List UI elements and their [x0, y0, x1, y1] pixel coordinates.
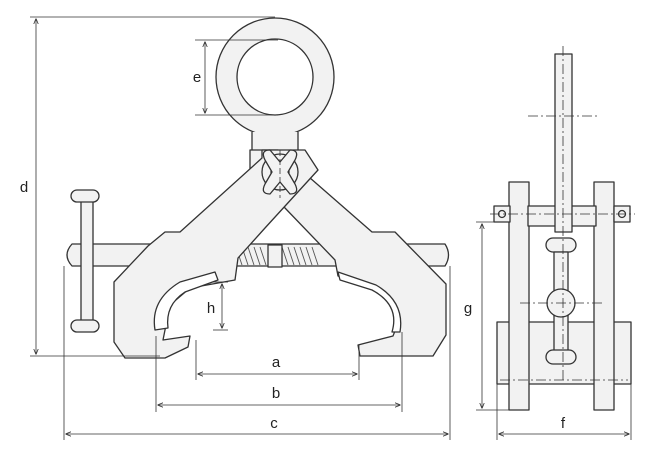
dim-label-d: d [20, 179, 28, 196]
dim-label-f: f [561, 415, 566, 432]
side-right-plate [593, 181, 615, 411]
side-eye-bar [554, 53, 573, 233]
dim-label-b: b [272, 385, 280, 402]
right-jaw-slot [337, 271, 402, 333]
dim-label-c: c [270, 415, 278, 432]
dim-label-a: a [272, 354, 281, 371]
dimension-labels: d e h a b c g f [16, 69, 566, 432]
front-view [66, 17, 450, 359]
side-handle-top [545, 237, 577, 253]
left-jaw-slot [153, 271, 219, 331]
side-handle-bottom [545, 349, 577, 365]
lifting-eye [215, 17, 335, 159]
dimension-lines [30, 16, 632, 440]
spindle-nut [267, 244, 283, 268]
dim-label-e: e [193, 69, 201, 86]
side-centerlines [490, 46, 635, 381]
dim-label-g: g [464, 300, 472, 317]
side-left-plate [508, 181, 530, 411]
left-handle [70, 189, 100, 333]
dim-label-h: h [207, 300, 215, 317]
side-view [490, 46, 635, 411]
right-jaw-arm [249, 149, 447, 357]
